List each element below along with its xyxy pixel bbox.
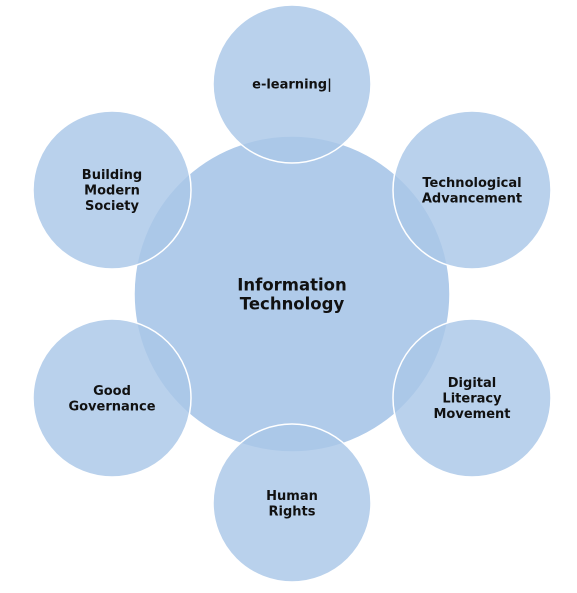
circles-layer (32, 4, 552, 583)
center-label-line-2: Technology (240, 294, 345, 313)
node-circle-technological-advancement (392, 110, 552, 270)
node-circle-good-governance (32, 318, 192, 478)
node-label-building-modern-society-line-3: Society (85, 199, 139, 214)
node-label-good-governance-line-2: Governance (68, 399, 155, 414)
node-label-digital-literacy-movement-line-1: Digital (448, 376, 496, 391)
node-label-technological-advancement-line-2: Advancement (422, 191, 522, 206)
node-label-building-modern-society-line-2: Modern (84, 184, 140, 199)
node-label-e-learning: e-learning| (252, 78, 332, 93)
node-circle-building-modern-society (32, 110, 192, 270)
center-label-line-1: Information (237, 275, 347, 294)
node-label-digital-literacy-movement-line-3: Movement (434, 407, 511, 422)
node-label-e-learning-line-1: e-learning| (252, 78, 332, 93)
node-circle-human-rights (212, 423, 372, 583)
node-circle-e-learning (212, 4, 372, 164)
node-label-good-governance-line-1: Good (93, 384, 131, 399)
node-label-human-rights-line-1: Human (266, 489, 318, 504)
node-label-technological-advancement-line-1: Technological (422, 176, 521, 191)
node-circle-digital-literacy-movement (392, 318, 552, 478)
node-label-human-rights-line-2: Rights (269, 504, 316, 519)
node-label-building-modern-society-line-1: Building (82, 168, 142, 183)
node-label-digital-literacy-movement-line-2: Literacy (442, 392, 502, 407)
